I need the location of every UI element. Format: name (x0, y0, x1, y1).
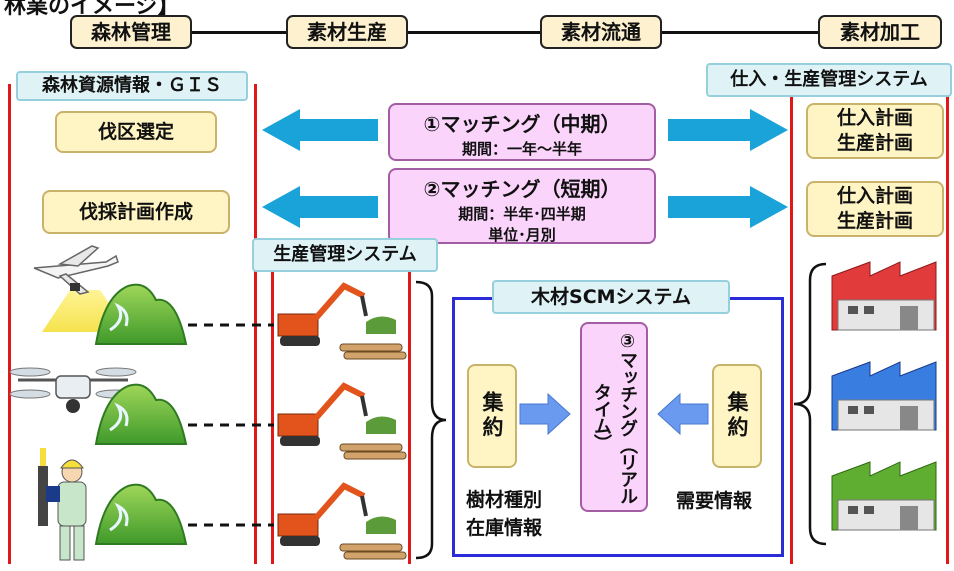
page-title: 林業のイメージ】 (4, 0, 180, 19)
stage-material-production: 素材生産 (286, 15, 408, 49)
matching-short-title: ②マッチング（短期） (423, 177, 621, 201)
harvest-plan-box: 伐採計画作成 (42, 190, 230, 234)
factory-icon-green (831, 461, 937, 531)
red-divider-prod-right (408, 268, 411, 564)
red-divider-right-outer (946, 96, 949, 564)
stage-forest-management: 森林管理 (70, 15, 192, 49)
mountain-icon-3 (94, 483, 188, 545)
matching-short-term-box: ②マッチング（短期） 期間：半年･四半期 単位･月別 (388, 168, 656, 244)
scm-system-caption: 木材SCMシステム (492, 280, 730, 314)
mountain-icon-2 (94, 383, 188, 445)
aggregate-right-box: 集約 (712, 364, 762, 468)
factory-brace-icon (793, 262, 827, 546)
stage-material-distribution: 素材流通 (540, 15, 662, 49)
cutting-area-selection-box: 伐区選定 (55, 111, 217, 153)
production-system-caption: 生産管理システム (252, 238, 438, 272)
airplane-icon (33, 245, 128, 332)
realtime-matching-box: ③マッチング（リアルタイム） (580, 322, 648, 512)
red-divider-right-inner (790, 96, 793, 564)
mountain-icon-1 (94, 283, 188, 345)
matching-mid-title: ①マッチング（中期） (423, 112, 621, 136)
harvester-icon-1 (277, 282, 407, 360)
procurement-system-caption: 仕入・生産管理システム (706, 63, 952, 97)
drone-icon (9, 367, 137, 413)
matching-short-period: 期間：半年･四半期 (458, 205, 586, 223)
red-divider-prod-left (271, 268, 274, 564)
stage-material-processing: 素材加工 (818, 15, 942, 49)
red-divider-left-inner (254, 84, 257, 564)
factory-icon-blue (831, 361, 937, 431)
arrow-right-short-icon (668, 186, 788, 228)
arrow-right-mid-icon (668, 109, 788, 151)
harvester-icon-3 (277, 482, 407, 560)
procurement-plan-box-2: 仕入計画 生産計画 (806, 181, 944, 237)
stage-connector-line (180, 31, 820, 34)
red-divider-left-outer (8, 84, 11, 564)
arrow-left-mid-icon (262, 109, 378, 151)
matching-short-unit: 単位･月別 (488, 226, 556, 244)
surveyor-worker-icon (38, 448, 87, 561)
production-brace-icon (415, 280, 447, 560)
matching-mid-term-box: ①マッチング（中期） 期間：一年～半年 (388, 103, 656, 161)
matching-mid-period: 期間：一年～半年 (461, 140, 582, 158)
aggregate-left-box: 集約 (467, 364, 517, 468)
arrow-left-short-icon (262, 186, 378, 228)
factory-icon-red (831, 261, 937, 331)
procurement-plan-box-1: 仕入計画 生産計画 (806, 103, 944, 159)
harvester-icon-2 (277, 382, 407, 460)
inventory-info-label: 樹材種別 在庫情報 (466, 489, 543, 539)
demand-info-label: 需要情報 (676, 490, 753, 512)
gis-caption: 森林資源情報・ＧＩＳ (16, 71, 248, 101)
